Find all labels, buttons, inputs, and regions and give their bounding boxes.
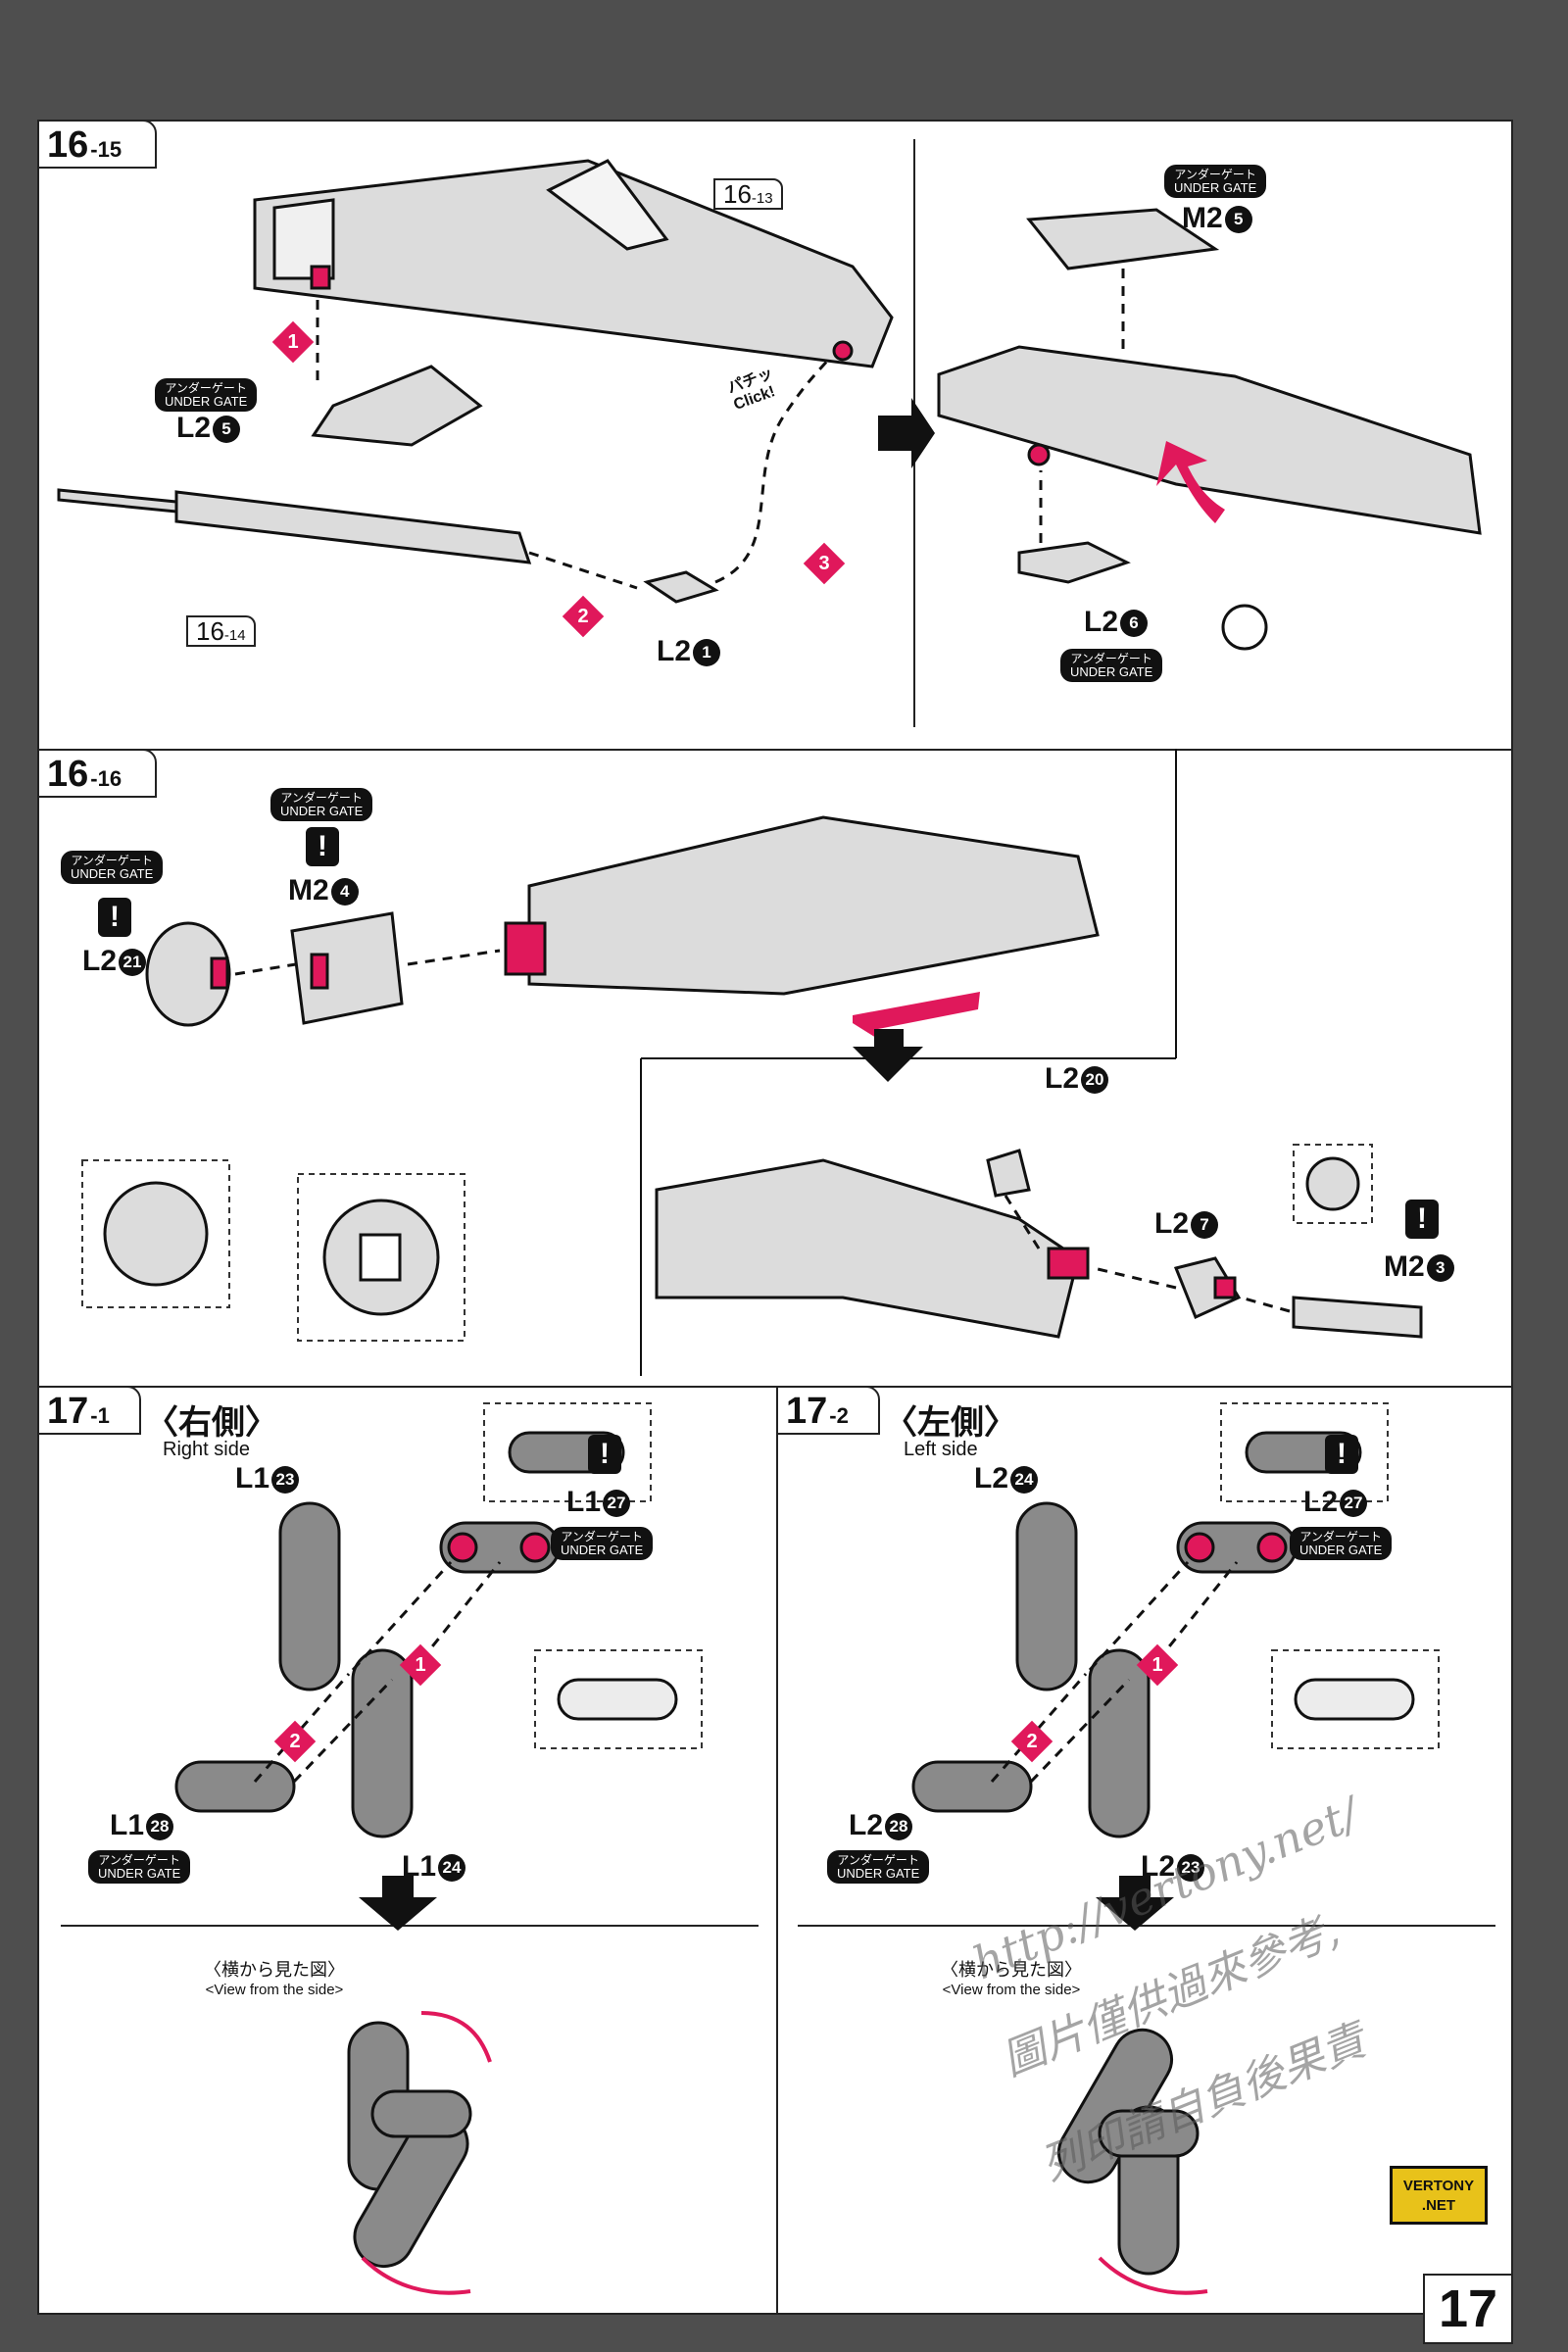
part-l2-5 [311,365,483,447]
flow-arrow-down [853,1029,923,1082]
step-16-15: 16-15 [37,120,157,169]
part-l2-1 [643,570,719,604]
warning-l2-21: ! [98,898,131,937]
side-view-right [347,2021,472,2268]
rotate-arrow-bottom [361,2256,471,2295]
order-2-17-1: 2 [273,1720,317,1763]
rotate-arrow-top [420,2011,492,2063]
ref-16-14: 16-14 [186,615,256,647]
divider-h1 [39,749,1511,751]
slide-arrow [853,992,980,1043]
left-side-title: 〈左側〉 [884,1404,1017,1442]
ref-16-13: 16-13 [713,178,783,210]
right-side-title: 〈右側〉 [145,1404,278,1442]
order-2-a: 2 [562,595,605,638]
divider-v2 [776,1386,778,2313]
order-2-17-2: 2 [1010,1720,1054,1763]
order-3-a: 3 [803,542,846,585]
warning-m2-4: ! [306,827,339,866]
flow-arrow [878,398,935,468]
step-17-1-illustration [174,1402,703,2295]
flow-arrow-17-1 [359,1876,437,1931]
warning-m2-3: ! [1405,1200,1439,1239]
arm-parts-right [174,1501,561,1838]
vertony-logo: VERTONY.NET [1390,2166,1488,2225]
assembly-arrows-right [1039,269,1125,543]
page-number: 17 [1423,2274,1513,2344]
arm-parts-left [911,1501,1298,1838]
order-1-17-1: 1 [399,1643,442,1687]
side-view-left [1057,2028,1200,2276]
right-side-subtitle: Right side [163,1439,250,1460]
step-17-2: 17-2 [776,1386,880,1435]
barrel-muzzle-assembled [655,1149,1423,1339]
arrows-16-16 [234,949,501,976]
assembly-arrows [316,298,833,590]
pink-curve-arrow [1156,441,1225,523]
step-16-16: 16-16 [37,749,157,798]
left-side-subtitle: Left side [904,1439,978,1460]
arrows-16-16-b [1004,1195,1291,1313]
order-1-a: 1 [271,320,315,364]
divider-h3-right [61,1925,759,1927]
hole-view-icon [1221,604,1268,651]
rifle-body [253,159,894,368]
rotate-arrow-left [1098,2256,1208,2295]
step-17-1: 17-1 [37,1386,141,1435]
instruction-sheet: 16-15 16-13 16-14 [37,120,1513,2315]
flow-arrow-17-2 [1096,1876,1174,1931]
view-side-right: 〈横から見た図〉<View from the side> [204,1960,345,1998]
warning-l-l2-27: ! [1325,1435,1358,1474]
under-barrel [57,488,532,564]
step-16-16-illustration [81,749,1423,1376]
muzzle-parts [145,815,1100,1027]
step-17-2-illustration [911,1402,1440,2295]
divider-h3-left [798,1925,1495,1927]
divider-h2 [39,1386,1511,1388]
order-1-17-2: 1 [1136,1643,1179,1687]
view-side-left: 〈横から見た図〉<View from the side> [941,1960,1082,1998]
rifle-assembled [937,208,1482,584]
step-16-15-illustration [57,159,1482,651]
warning-r-l1-27: ! [588,1435,621,1474]
